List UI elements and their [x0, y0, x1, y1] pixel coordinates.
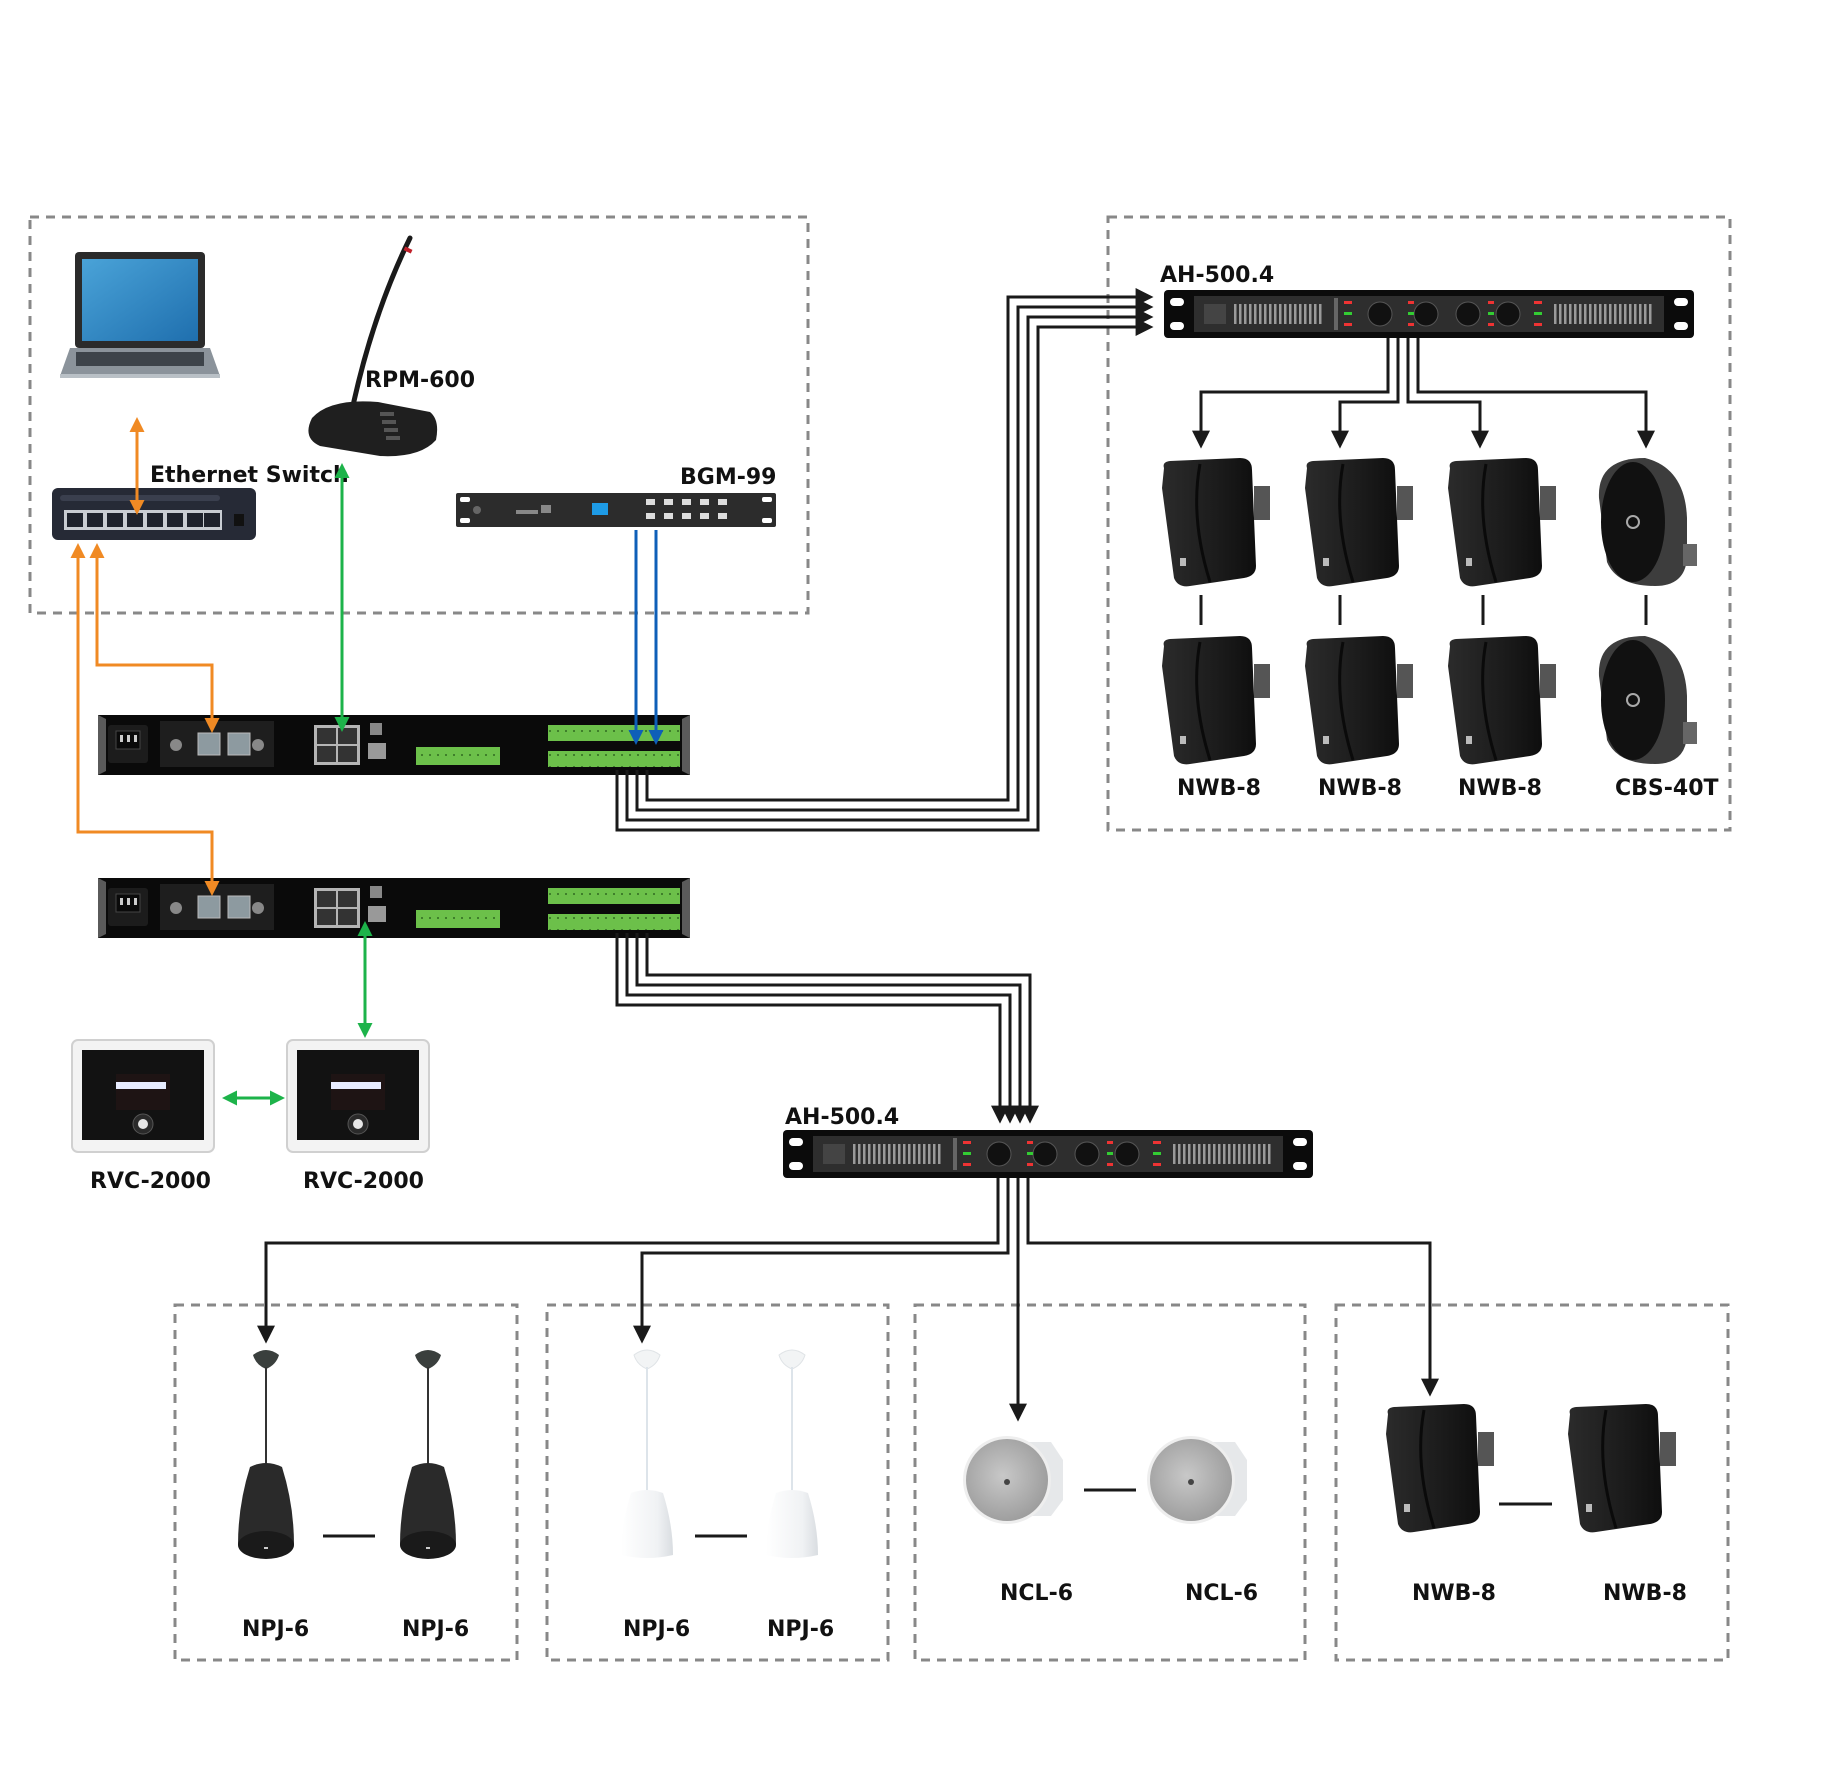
rpm-600-label: RPM-600 — [365, 368, 475, 393]
pendant-speaker-icon — [765, 1349, 819, 1559]
ethernet-cable-dante-2 — [70, 543, 220, 896]
amp-top — [1163, 289, 1695, 339]
dante-unit-2 — [97, 877, 691, 939]
wall-speaker-icon — [1446, 456, 1558, 588]
zone1-label-1: NPJ-6 — [242, 1617, 309, 1642]
zone1-label-2: NPJ-6 — [402, 1617, 469, 1642]
top-zone-label-1: NWB-8 — [1177, 776, 1261, 801]
wall-speaker-icon — [1160, 634, 1272, 766]
dante2-to-amp-bottom-cables — [615, 933, 1039, 1124]
top-speaker-zone — [1106, 215, 1732, 832]
rvc-2000-label-1: RVC-2000 — [90, 1169, 211, 1194]
top-zone-label-3: NWB-8 — [1458, 776, 1542, 801]
bgm-99-label: BGM-99 — [680, 465, 776, 490]
wall-speaker-icon — [1303, 634, 1415, 766]
ethernet-switch-label: Ethernet Switch — [150, 463, 349, 488]
pendant-speaker-icon — [238, 1350, 294, 1559]
zone4-label-2: NWB-8 — [1603, 1581, 1687, 1606]
laptop-icon — [60, 252, 220, 378]
zone3-label-1: NCL-6 — [1000, 1581, 1073, 1606]
amp-top-speaker-cables — [1192, 338, 1655, 449]
dante-unit-1 — [97, 714, 691, 776]
zone-wall — [1334, 1303, 1730, 1662]
paging-microphone-icon — [308, 235, 438, 457]
rack-media-player-icon — [456, 493, 776, 527]
wall-speaker-icon — [1303, 456, 1415, 588]
amp-bottom — [782, 1129, 1314, 1179]
pendant-speaker-icon — [620, 1349, 674, 1559]
network-switch-icon — [52, 488, 256, 540]
ceiling-speaker-icon — [963, 1436, 1063, 1524]
amp-bottom-speaker-cables — [257, 1178, 1439, 1422]
zone2-label-2: NPJ-6 — [767, 1617, 834, 1642]
control-room-zone — [28, 215, 810, 615]
wall-speaker-icon — [1566, 1402, 1678, 1534]
zone2-label-1: NPJ-6 — [623, 1617, 690, 1642]
amp-top-label: AH-500.4 — [1160, 263, 1274, 288]
wall-speaker-icon — [1384, 1402, 1496, 1534]
dante1-to-amp-top-cables — [615, 288, 1154, 832]
rvc-2000-label-2: RVC-2000 — [303, 1169, 424, 1194]
top-zone-label-2: NWB-8 — [1318, 776, 1402, 801]
oval-wall-speaker-icon — [1597, 457, 1698, 587]
wall-speaker-icon — [1446, 634, 1558, 766]
rvc-2000-panel-2 — [286, 1039, 430, 1153]
zone3-label-2: NCL-6 — [1185, 1581, 1258, 1606]
ceiling-speaker-icon — [1147, 1436, 1247, 1524]
zone-pendant-black — [173, 1303, 519, 1662]
top-zone-label-4: CBS-40T — [1615, 776, 1719, 801]
amp-bottom-label: AH-500.4 — [785, 1105, 899, 1130]
zone-pendant-white — [545, 1303, 890, 1662]
oval-wall-speaker-icon — [1597, 635, 1698, 765]
zone4-label-1: NWB-8 — [1412, 1581, 1496, 1606]
rvc-2000-panel-1 — [71, 1039, 215, 1153]
zone-ceiling — [913, 1303, 1307, 1662]
wall-speaker-icon — [1160, 456, 1272, 588]
ethernet-cable-dante-1 — [89, 543, 220, 733]
pendant-speaker-icon — [400, 1350, 456, 1559]
